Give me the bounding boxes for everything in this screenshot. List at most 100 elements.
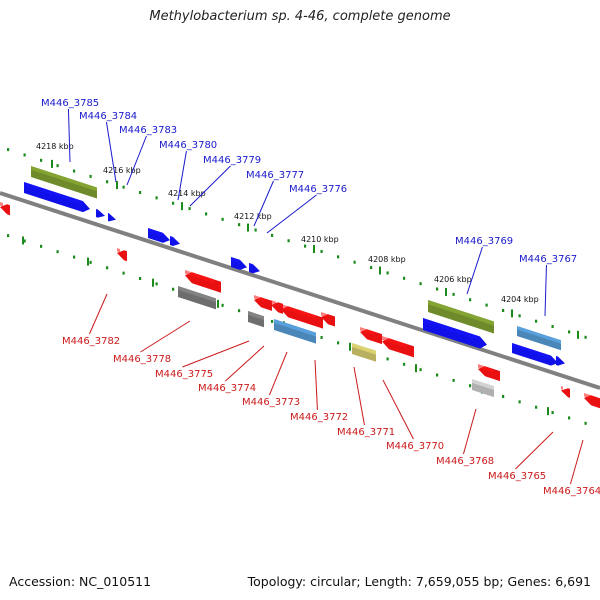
forward-leader (266, 194, 317, 234)
forward-track-dot (89, 174, 92, 178)
gene-reverse (321, 312, 335, 327)
gene-steel (274, 319, 316, 344)
reverse-track-dot (40, 244, 43, 248)
forward-gene-label: M446_3784 (79, 111, 137, 122)
gene-forward (556, 356, 565, 366)
reverse-track-dot (89, 260, 92, 264)
reverse-track-dot (139, 277, 142, 280)
reverse-track-dot (172, 287, 175, 291)
gene-forward (108, 213, 116, 222)
forward-track-dot (304, 244, 307, 248)
reverse-track-dot (452, 378, 455, 382)
forward-track-dot (271, 233, 274, 237)
forward-track-dot (353, 260, 356, 264)
forward-track-dot (287, 239, 290, 243)
forward-leader (466, 246, 483, 295)
reverse-leader (353, 366, 365, 426)
forward-track-dot (56, 164, 59, 168)
reverse-leader (515, 431, 554, 470)
reverse-track-dot (419, 368, 422, 372)
scale-label: 4212 kbp (234, 212, 272, 221)
forward-leader (105, 121, 117, 183)
forward-track-dot (436, 287, 439, 291)
forward-leader (126, 135, 147, 186)
forward-track-dot (172, 201, 175, 205)
forward-track-dot (221, 217, 224, 221)
reverse-leader (569, 439, 584, 485)
forward-track-dot (469, 298, 472, 302)
reverse-gene-label: M446_3768 (436, 456, 494, 467)
forward-gene-label: M446_3777 (246, 170, 304, 181)
gene-forward (231, 257, 247, 270)
forward-gene-label: M446_3767 (519, 254, 577, 265)
reverse-track-dot (502, 394, 505, 398)
gene-labels: M446_3785M446_3784M446_3783M446_3780M446… (41, 98, 600, 497)
gene-khaki (352, 343, 376, 362)
gene-forward (249, 263, 260, 274)
forward-track-dot (584, 335, 587, 339)
gene-forward (24, 182, 90, 213)
reverse-track-dot (568, 416, 571, 420)
forward-leader (67, 108, 71, 163)
forward-track-dot (155, 196, 158, 200)
forward-track-dot (73, 169, 76, 173)
gene-olive (31, 166, 97, 199)
forward-track-dot (139, 191, 142, 194)
gene-forward (148, 228, 170, 243)
gene-reverse (281, 304, 323, 329)
reverse-track-dot (221, 303, 224, 307)
forward-gene-label: M446_3779 (203, 155, 261, 166)
forward-gene-label: M446_3780 (159, 140, 217, 151)
forward-track-dot (40, 158, 43, 162)
scale-label: 4214 kbp (168, 189, 206, 198)
forward-leader (544, 264, 547, 317)
reverse-gene-label: M446_3778 (113, 354, 171, 365)
gene-gray (248, 311, 264, 328)
forward-track-dot (337, 255, 340, 259)
chromosome-backbone (0, 191, 600, 390)
forward-track-dot (518, 314, 521, 318)
reverse-track-dot (320, 335, 323, 339)
forward-leader (177, 150, 187, 201)
scale-label: 4206 kbp (434, 275, 472, 284)
gene-reverse (117, 248, 127, 262)
gene-olive (428, 300, 494, 334)
forward-track-dot (568, 330, 571, 334)
reverse-leader (382, 379, 414, 440)
reverse-leader (314, 359, 318, 411)
reverse-track-dot (155, 282, 158, 286)
reverse-track-dot (271, 319, 274, 323)
forward-gene-label: M446_3783 (119, 125, 177, 136)
forward-track-dot (320, 249, 323, 253)
forward-track-dot (403, 276, 406, 280)
reverse-track-dot (7, 234, 10, 238)
reverse-gene-label: M446_3765 (488, 471, 546, 482)
forward-track-dot (254, 228, 257, 232)
gene-reverse (185, 270, 221, 293)
genome-summary: Topology: circular; Length: 7,659,055 bp… (247, 574, 591, 589)
forward-track-dot (419, 282, 422, 286)
forward-leader (253, 180, 274, 227)
gene-reverse (584, 393, 600, 409)
forward-track-dot (23, 153, 26, 157)
reverse-track-dot (584, 421, 587, 425)
reverse-leader (462, 408, 477, 455)
gene-reverse (561, 386, 570, 398)
forward-track-dot (7, 148, 10, 152)
forward-leader (189, 165, 231, 207)
forward-track-dot (386, 271, 389, 275)
reverse-track-dot (403, 362, 406, 366)
reverse-gene-label: M446_3782 (62, 336, 120, 347)
reverse-track-dot (106, 266, 109, 270)
reverse-track-dot (386, 357, 389, 361)
reverse-gene-label: M446_3764 (543, 486, 600, 497)
gene-forward (423, 318, 487, 349)
forward-gene-label: M446_3769 (455, 236, 513, 247)
reverse-track-dot (56, 250, 59, 254)
forward-track-dot (106, 180, 109, 184)
reverse-gene-label: M446_3773 (242, 397, 300, 408)
reverse-track-dot (337, 341, 340, 345)
reverse-gene-label: M446_3772 (290, 412, 348, 423)
gene-reverse (0, 202, 10, 216)
